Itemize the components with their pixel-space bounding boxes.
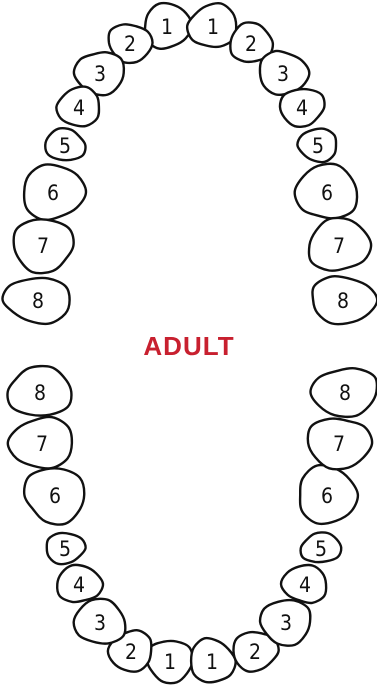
tooth-number: 2 bbox=[249, 640, 261, 664]
tooth-number: 8 bbox=[337, 289, 349, 313]
tooth-number: 2 bbox=[124, 32, 136, 56]
tooth-number: 8 bbox=[32, 289, 44, 313]
tooth-upper-right-8[interactable]: 8 bbox=[312, 276, 377, 324]
tooth-number: 3 bbox=[280, 611, 292, 635]
tooth-upper-right-1[interactable]: 1 bbox=[187, 3, 236, 47]
tooth-lower-right-1[interactable]: 1 bbox=[191, 638, 236, 682]
tooth-lower-left-1[interactable]: 1 bbox=[147, 641, 193, 683]
tooth-number: 8 bbox=[339, 381, 351, 405]
tooth-lower-left-7[interactable]: 7 bbox=[8, 417, 72, 469]
tooth-number: 1 bbox=[164, 650, 176, 674]
tooth-number: 5 bbox=[59, 134, 71, 158]
tooth-lower-right-7[interactable]: 7 bbox=[308, 419, 372, 470]
tooth-number: 7 bbox=[333, 432, 345, 456]
tooth-number: 7 bbox=[333, 234, 345, 258]
tooth-number: 4 bbox=[73, 96, 85, 120]
tooth-number: 6 bbox=[49, 484, 61, 508]
tooth-upper-left-8[interactable]: 8 bbox=[3, 278, 70, 324]
tooth-upper-left-4[interactable]: 4 bbox=[56, 87, 99, 127]
tooth-upper-left-7[interactable]: 7 bbox=[14, 219, 74, 273]
tooth-number: 1 bbox=[161, 15, 173, 39]
tooth-number: 7 bbox=[36, 432, 48, 456]
tooth-lower-right-4[interactable]: 4 bbox=[281, 565, 326, 603]
adult-label: ADULT bbox=[143, 331, 234, 361]
tooth-lower-right-6[interactable]: 6 bbox=[300, 465, 358, 524]
tooth-upper-right-7[interactable]: 7 bbox=[309, 218, 371, 271]
tooth-number: 7 bbox=[37, 234, 49, 258]
tooth-lower-left-3[interactable]: 3 bbox=[74, 599, 126, 644]
tooth-lower-left-6[interactable]: 6 bbox=[24, 468, 84, 524]
tooth-number: 5 bbox=[315, 537, 327, 561]
tooth-number: 3 bbox=[94, 62, 106, 86]
tooth-number: 2 bbox=[125, 640, 137, 664]
tooth-number: 1 bbox=[206, 650, 218, 674]
tooth-number: 8 bbox=[34, 381, 46, 405]
tooth-upper-left-5[interactable]: 5 bbox=[45, 128, 85, 160]
tooth-lower-left-8[interactable]: 8 bbox=[7, 366, 71, 416]
tooth-number: 1 bbox=[207, 15, 219, 39]
tooth-lower-right-8[interactable]: 8 bbox=[310, 368, 377, 417]
tooth-lower-left-4[interactable]: 4 bbox=[57, 565, 103, 602]
tooth-number: 4 bbox=[73, 573, 85, 597]
tooth-number: 6 bbox=[321, 484, 333, 508]
tooth-upper-right-5[interactable]: 5 bbox=[297, 129, 336, 163]
tooth-upper-right-4[interactable]: 4 bbox=[280, 89, 325, 127]
tooth-upper-right-6[interactable]: 6 bbox=[295, 164, 357, 219]
tooth-lower-right-5[interactable]: 5 bbox=[301, 532, 342, 562]
tooth-number: 5 bbox=[312, 134, 324, 158]
tooth-number: 4 bbox=[296, 96, 308, 120]
tooth-lower-left-5[interactable]: 5 bbox=[47, 533, 86, 564]
tooth-number: 6 bbox=[321, 181, 333, 205]
tooth-number: 4 bbox=[299, 573, 311, 597]
tooth-number: 5 bbox=[59, 537, 71, 561]
tooth-upper-left-6[interactable]: 6 bbox=[24, 164, 86, 220]
tooth-number: 3 bbox=[94, 611, 106, 635]
tooth-number: 6 bbox=[47, 181, 59, 205]
tooth-number: 2 bbox=[245, 32, 257, 56]
tooth-number: 3 bbox=[277, 62, 289, 86]
